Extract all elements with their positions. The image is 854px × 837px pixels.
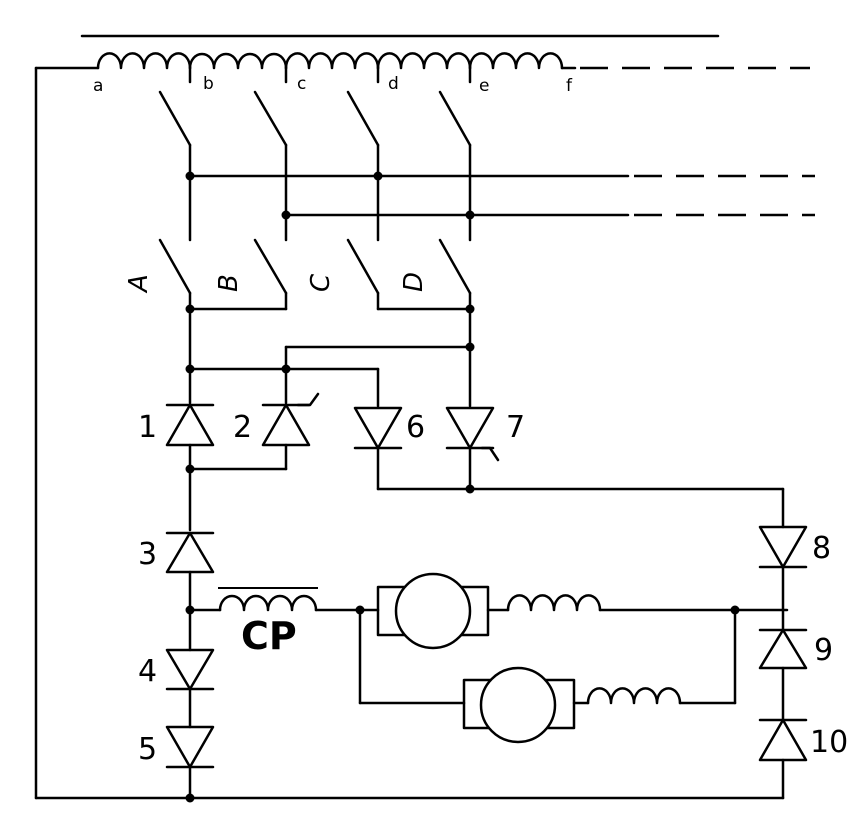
tap-label-e: e — [479, 76, 489, 96]
diode-label-1: 1 — [138, 410, 157, 445]
switch-label-C: C — [306, 273, 336, 292]
upper-tap-switches — [158, 66, 472, 242]
diode-label-8: 8 — [812, 531, 831, 566]
transformer-winding — [34, 52, 810, 70]
reactor-label: CP — [241, 614, 297, 658]
buses — [185, 171, 815, 220]
diode-5 — [165, 725, 215, 803]
diode-label-4: 4 — [138, 654, 157, 689]
diode-4 — [165, 648, 215, 729]
diode-label-6: 6 — [406, 410, 425, 445]
diode-label-2: 2 — [233, 410, 252, 445]
thyristor-7 — [445, 406, 500, 462]
reactor-cp — [188, 587, 380, 615]
tap-label-a: a — [93, 76, 103, 96]
tap-label-f: f — [566, 76, 573, 96]
diode-10 — [758, 718, 808, 800]
thyristor-2 — [261, 392, 320, 447]
tap-label-b: b — [203, 74, 214, 94]
diode-9 — [758, 628, 808, 722]
upper-diode-wiring — [185, 307, 785, 532]
tap-label-c: c — [297, 74, 306, 94]
diode-8 — [758, 525, 808, 632]
diode-label-9: 9 — [814, 633, 833, 668]
motor-1 — [376, 572, 789, 650]
switch-label-A: A — [124, 274, 154, 294]
motor-2 — [358, 608, 737, 744]
outer-loop — [34, 66, 785, 800]
diode-3 — [165, 531, 215, 652]
switch-label-B: B — [214, 274, 244, 292]
diode-1 — [165, 403, 215, 447]
diode-label-3: 3 — [138, 537, 157, 572]
diode-label-10: 10 — [810, 725, 848, 760]
switch-label-D: D — [399, 272, 429, 292]
diode-label-5: 5 — [138, 732, 157, 767]
diode-6 — [353, 406, 403, 450]
tap-label-d: d — [388, 74, 399, 94]
diode-label-7: 7 — [506, 410, 525, 445]
